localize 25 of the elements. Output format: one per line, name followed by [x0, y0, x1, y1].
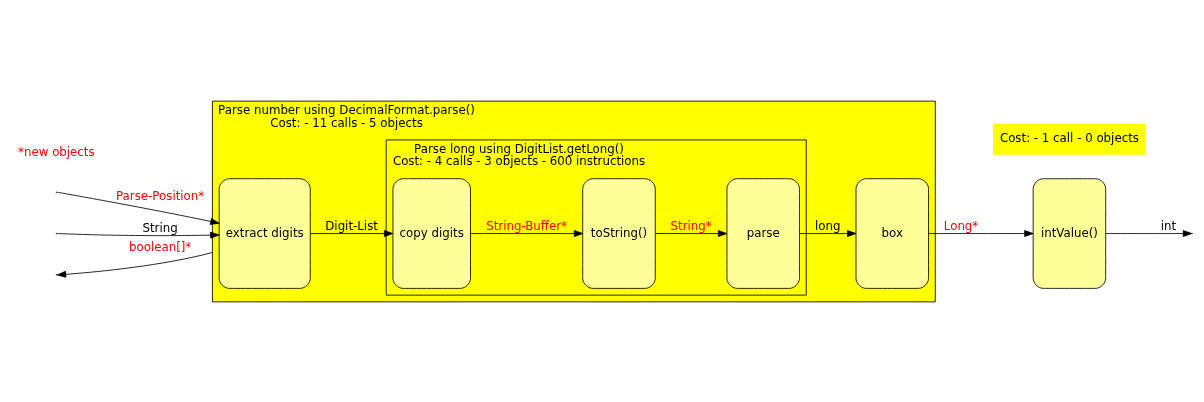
node-box: Cost: - 1 call - 0 objects [993, 123, 1146, 155]
node-box: box [855, 177, 929, 289]
edge-label: int [1160, 218, 1177, 233]
edge-label: boolean[]* [128, 239, 192, 254]
arrow [799, 229, 857, 237]
node-box: intValue() [1032, 177, 1107, 289]
arrow [56, 191, 220, 225]
edge-label: String [142, 220, 178, 235]
node-box: copy digits [392, 177, 471, 289]
edge-label: Parse-Position* [116, 188, 205, 203]
arrow [655, 229, 728, 237]
node-box: extract digits [218, 177, 311, 289]
edge-label: String-Buffer* [486, 218, 567, 233]
edge-label: Long* [943, 218, 979, 233]
arrow [309, 229, 394, 237]
arrow [928, 229, 1034, 237]
arrow [56, 231, 220, 238]
edge-label: String* [670, 218, 712, 233]
edge-label: long [815, 218, 841, 233]
arrow [470, 229, 584, 237]
node-box: toString() [582, 177, 656, 289]
arrow [56, 251, 213, 278]
label: *new objects [18, 144, 95, 159]
node-box: parse [726, 177, 800, 289]
edge-label: Digit-List [325, 218, 378, 233]
